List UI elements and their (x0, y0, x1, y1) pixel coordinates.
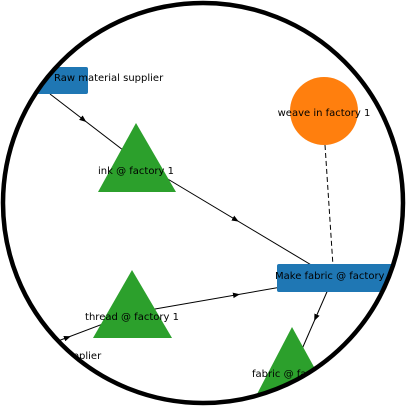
edge-supplier-to-thread-arrow (63, 335, 71, 342)
make-fabric-box[interactable] (277, 264, 393, 292)
ink-factory-triangle[interactable] (98, 123, 176, 192)
thread-factory-triangle[interactable] (93, 270, 172, 338)
weave-factory-label: weave in factory 1 (278, 108, 371, 119)
make-fabric-label: Make fabric @ factory 1 (275, 271, 394, 282)
edge-supplier-to-ink (49, 93, 137, 161)
fabric-factory-label: fabric @ factory 1 (252, 369, 342, 380)
raw-material-supplier-top-label: Raw material supplier (54, 73, 164, 84)
edge-weave-to-make-fabric (324, 144, 334, 267)
thread-factory-label: thread @ factory 1 (85, 312, 179, 323)
edge-thread-to-make-fabric-arrow (232, 292, 240, 299)
edge-ink-to-make-fabric-arrow (231, 215, 239, 222)
ink-factory-label: ink @ factory 1 (98, 166, 174, 177)
edge-make-fabric-to-fabric-arrow (314, 313, 320, 321)
weave-factory-circle[interactable] (290, 77, 358, 145)
edge-supplier-to-ink-arrow (79, 115, 87, 122)
